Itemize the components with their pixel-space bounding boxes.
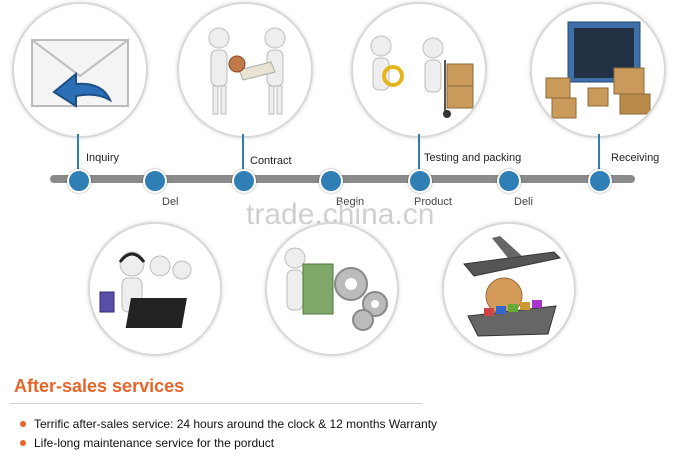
inquiry-connector <box>77 134 79 176</box>
testing-packing-image <box>351 2 487 138</box>
stage-label-bottom-2: Begin <box>336 196 365 208</box>
section-divider <box>10 403 422 404</box>
stage-label-contract: Contract <box>250 155 292 167</box>
inspection-packing-icon <box>370 35 474 118</box>
inquiry-image <box>12 2 148 138</box>
stage-label-bottom-3: Product <box>414 196 452 208</box>
list-item: Terrific after-sales service: 24 hours a… <box>20 417 437 431</box>
customer-service-image <box>88 222 222 356</box>
receiving-connector <box>598 134 600 176</box>
testing-connector <box>418 134 420 176</box>
timeline-dot-6 <box>497 169 521 193</box>
shipping-image <box>442 222 576 356</box>
money-gears-icon <box>284 247 388 331</box>
stage-label-bottom-1: Del <box>162 196 179 208</box>
timeline-dot-contract <box>232 169 256 193</box>
after-sales-title: After-sales services <box>14 376 185 396</box>
list-item: Life-long maintenance service for the po… <box>20 436 437 450</box>
timeline-dot-2 <box>143 169 167 193</box>
stage-label-testing-packing: Testing and packing <box>424 152 522 164</box>
globe-airplane-ship-icon <box>463 236 562 337</box>
timeline-dot-receiving <box>588 169 612 193</box>
after-sales-list: Terrific after-sales service: 24 hours a… <box>20 417 437 455</box>
timeline-dot-testing <box>408 169 432 193</box>
contract-connector <box>242 134 244 176</box>
timeline-dot-inquiry <box>67 169 91 193</box>
envelope-reply-icon <box>31 39 129 108</box>
stage-label-bottom-4: Deli <box>514 196 533 208</box>
contract-image <box>177 2 313 138</box>
receiving-image <box>530 2 666 138</box>
container-boxes-icon <box>545 21 651 119</box>
stage-label-receiving: Receiving <box>611 152 660 164</box>
stage-label-inquiry: Inquiry <box>86 152 120 164</box>
handshake-contract-icon <box>208 27 286 115</box>
customer-service-headset-icon <box>99 251 192 328</box>
timeline-dot-4 <box>319 169 343 193</box>
payment-image <box>265 222 399 356</box>
